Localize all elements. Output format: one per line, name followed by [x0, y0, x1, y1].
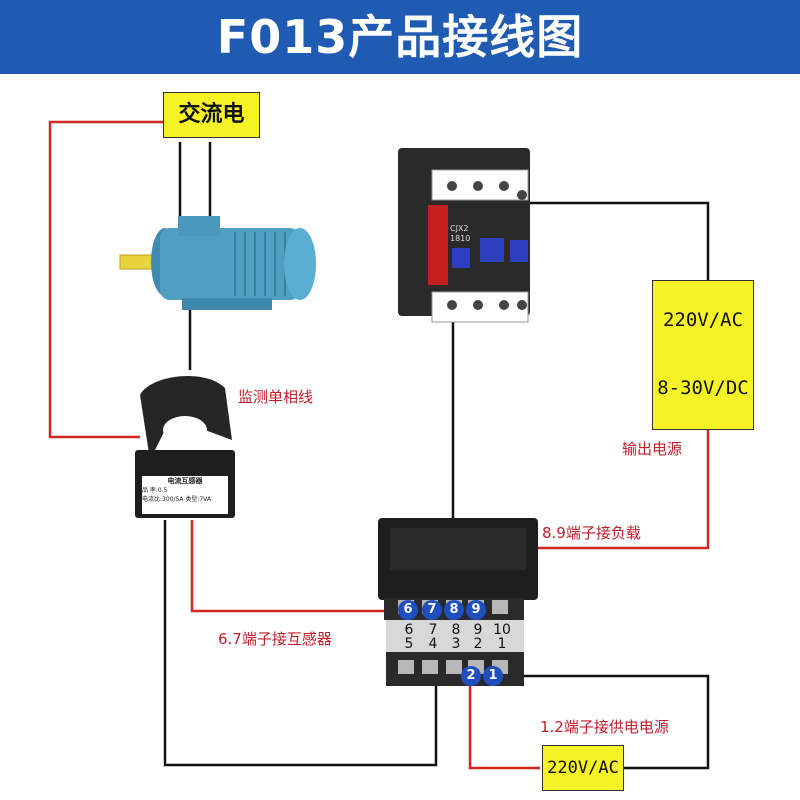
terminal-2-marker: 2 — [461, 666, 481, 686]
motor-image — [119, 216, 316, 310]
terminal-1-marker: 1 — [483, 666, 503, 686]
label-monitor-phase: 监测单相线 — [238, 388, 314, 406]
supply-power-box: 220V/AC — [542, 745, 624, 791]
black-wire-supply — [492, 674, 710, 770]
black-wire-ct-bottom — [163, 520, 438, 767]
power-box-line1: 220V/AC — [662, 309, 744, 331]
label-supply-terminals: 1.2端子接供电电源 — [540, 718, 669, 736]
label-transformer-terminals: 6.7端子接互感器 — [218, 630, 332, 648]
title-banner — [0, 0, 800, 74]
terminal-6-marker: 6 — [398, 600, 418, 620]
terminal-row-upper-3: 8 — [451, 622, 461, 638]
ct-name: 电流互感器 — [167, 477, 203, 485]
controller-device — [378, 518, 538, 686]
contactor — [398, 148, 530, 323]
contactor-model: CJX2 — [450, 224, 469, 233]
terminal-row-lower-1: 5 — [404, 636, 414, 652]
terminal-row-upper-5: 10 — [493, 622, 511, 638]
red-wire-supply — [468, 676, 540, 770]
terminal-row-lower-5: 1 — [497, 636, 507, 652]
ct-spec1: 品 率:0.5 — [142, 487, 168, 494]
terminal-row-upper-1: 6 — [404, 622, 414, 638]
terminal-row-upper-4: 9 — [473, 622, 483, 638]
page-title: F013产品接线图 — [216, 10, 584, 64]
terminal-9-marker: 9 — [466, 600, 486, 620]
output-power-box: 220V/AC 8-30V/DC — [652, 280, 754, 430]
terminal-row-lower-2: 4 — [428, 636, 438, 652]
terminal-row-lower-3: 3 — [451, 636, 461, 652]
ct-spec2: 电流比:300/5A 类型:7VA — [142, 496, 211, 503]
contactor-part: 1810 — [450, 234, 471, 243]
terminal-8-marker: 8 — [444, 600, 464, 620]
power-box-line2: 8-30V/DC — [657, 377, 749, 399]
red-wire-ct-to-terminal6 — [190, 520, 410, 613]
terminal-row-upper-2: 7 — [428, 622, 438, 638]
black-wire-contactor-to-power — [527, 201, 710, 282]
red-wire-ac-loop — [48, 120, 165, 439]
label-load-terminals: 8.9端子接负载 — [542, 524, 641, 542]
current-transformer — [135, 376, 235, 518]
ac-power-label: 交流电 — [163, 92, 260, 138]
label-output-power: 输出电源 — [622, 440, 683, 458]
terminal-7-marker: 7 — [422, 600, 442, 620]
terminal-row-lower-4: 2 — [473, 636, 483, 652]
ct-nameplate: 电流互感器 品 率:0.5 电流比:300/5A 类型:7VA — [142, 477, 228, 504]
black-wires — [163, 142, 710, 770]
